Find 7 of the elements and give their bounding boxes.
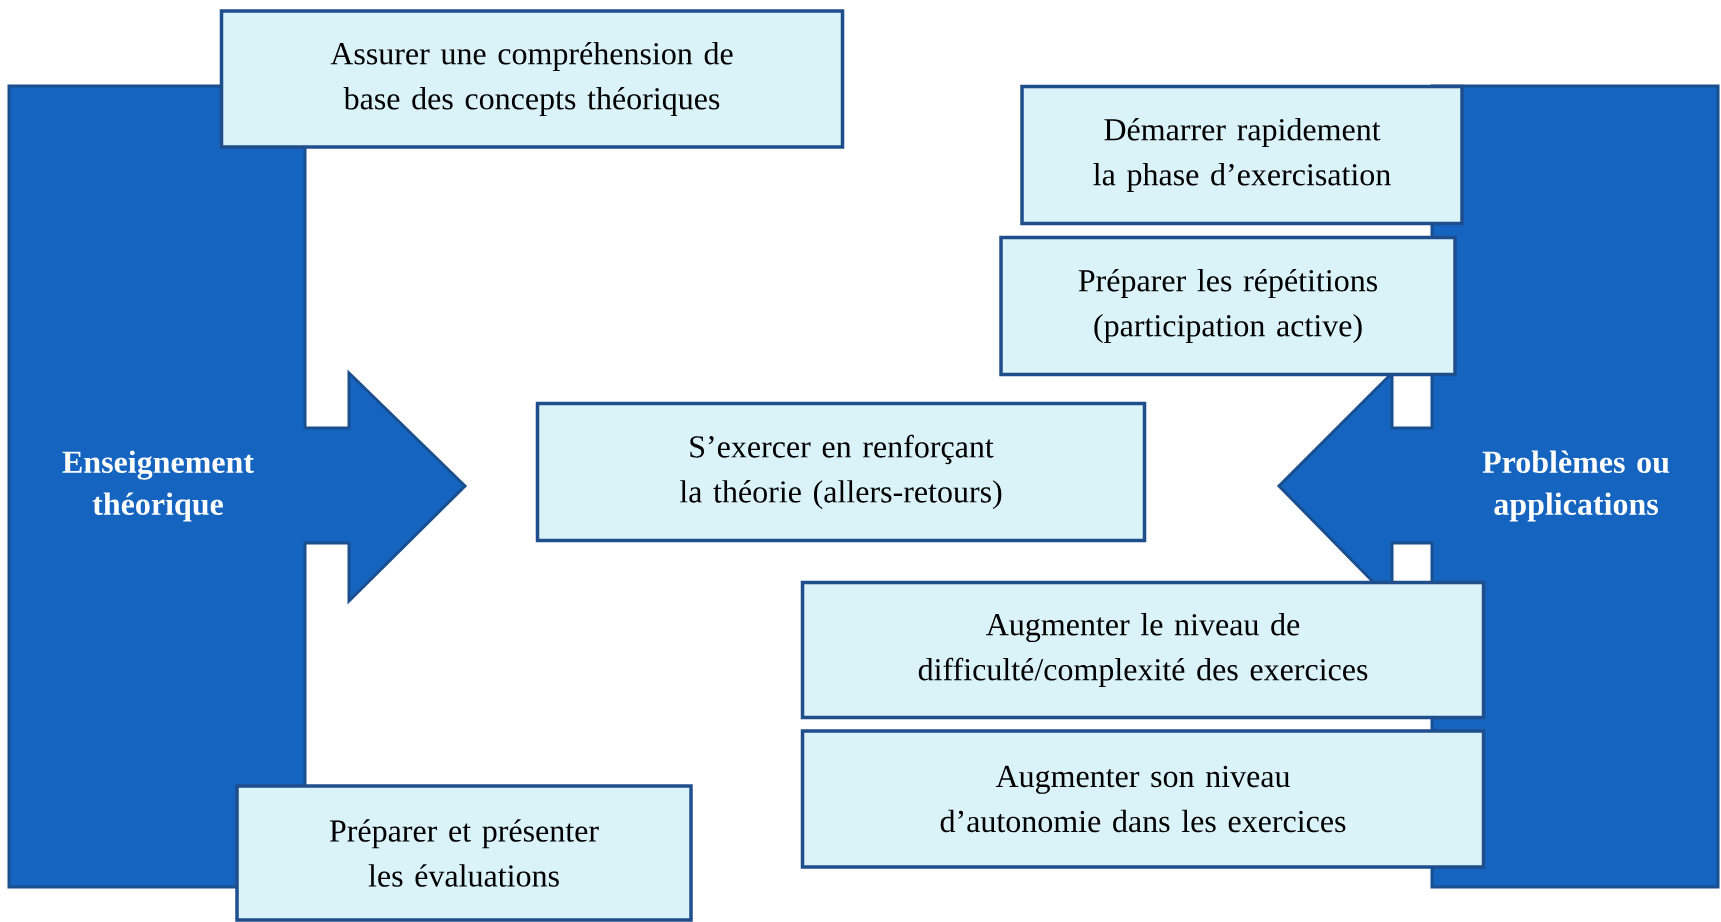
text-box: Assurer une compréhension de base des concepts théoriques xyxy=(219,9,845,149)
text-box: S’exercer en renforçant la théorie (allers-retours) xyxy=(535,401,1147,543)
text-box: Préparer les répétitions (participation active) xyxy=(999,235,1457,377)
text-box: Démarrer rapidement la phase d’exercisation xyxy=(1020,84,1464,226)
text-box: Augmenter le niveau de difficulté/complexité des exercices xyxy=(800,580,1486,720)
text-box: Préparer et présenter les évaluations xyxy=(235,784,693,922)
text-box: Augmenter son niveau d’autonomie dans les exercices xyxy=(800,729,1486,869)
